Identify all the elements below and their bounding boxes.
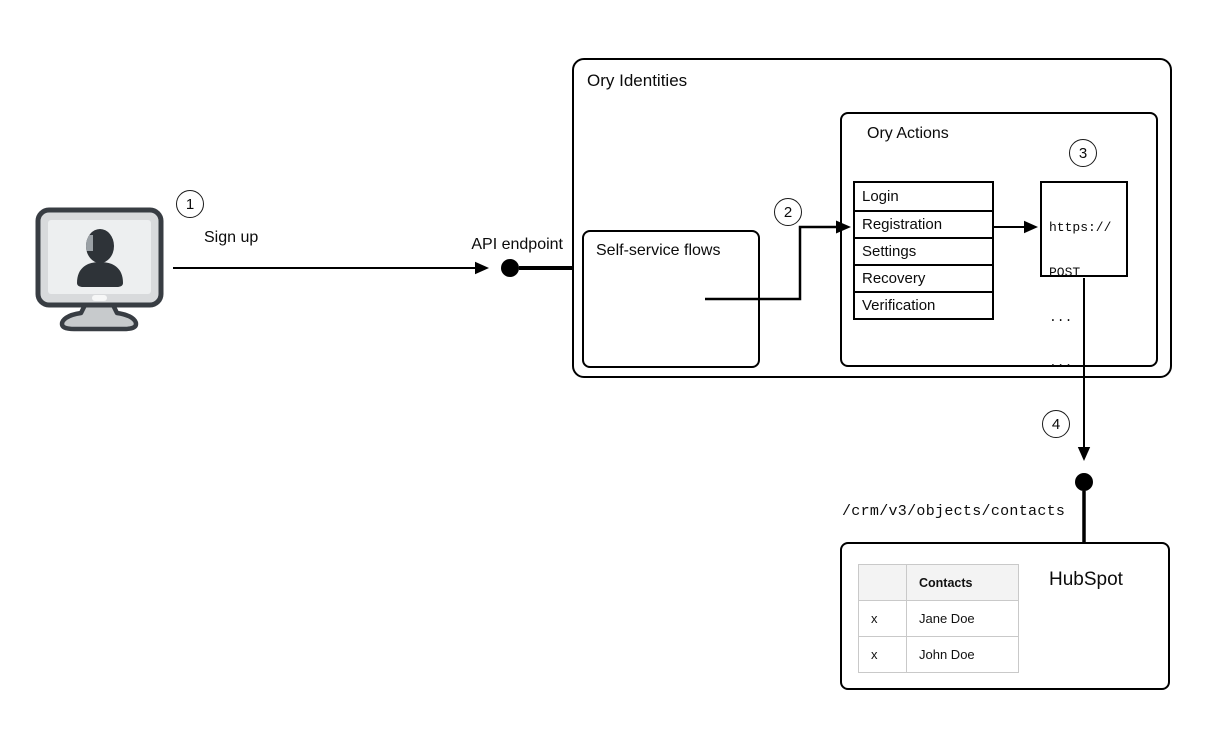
self-service-flows-title: Self-service flows: [596, 242, 721, 259]
step-2-badge: 2: [774, 198, 802, 226]
contact-name: John Doe: [906, 636, 1019, 673]
flow-row-registration: Registration: [855, 210, 992, 237]
sign-up-label: Sign up: [204, 229, 259, 246]
step-3-badge: 3: [1069, 139, 1097, 167]
code-line-url: https://: [1049, 220, 1112, 235]
flow-row-settings: Settings: [855, 237, 992, 264]
down-arrowhead: [1077, 447, 1091, 461]
hubspot-title: HubSpot: [1049, 569, 1123, 590]
flow-row-login: Login: [855, 183, 992, 210]
hubspot-box: HubSpot Contacts x Jane Doe x John Doe: [840, 542, 1170, 690]
self-service-flows-box: Self-service flows: [582, 230, 760, 368]
contact-row: x Jane Doe: [858, 600, 1019, 637]
step-4-badge: 4: [1042, 410, 1070, 438]
contact-mark: x: [858, 636, 907, 673]
crm-path-label: /crm/v3/objects/contacts: [842, 503, 1066, 520]
api-endpoint-node: [501, 259, 519, 277]
contact-row: x John Doe: [858, 636, 1019, 673]
webhook-request-box: https:// POST ... ...: [1040, 181, 1128, 370]
ory-actions-title: Ory Actions: [867, 125, 949, 142]
contact-mark: x: [858, 600, 907, 637]
flow-row-recovery: Recovery: [855, 264, 992, 291]
contacts-header-mark-cell: [858, 564, 907, 601]
api-endpoint-label: API endpoint: [471, 236, 563, 253]
contacts-header-row: Contacts: [858, 564, 1019, 601]
signup-arrowhead: [475, 261, 489, 275]
user-terminal-icon: [35, 207, 164, 332]
contacts-header-label: Contacts: [906, 564, 1019, 601]
crm-endpoint-node: [1075, 473, 1093, 491]
step-1-badge: 1: [176, 190, 204, 218]
code-line-method: POST: [1049, 265, 1081, 280]
ory-identities-title: Ory Identities: [587, 71, 688, 90]
contact-name: Jane Doe: [906, 600, 1019, 637]
contacts-table: Contacts x Jane Doe x John Doe: [858, 564, 1019, 673]
code-line-ellipsis-2: ...: [1049, 355, 1073, 370]
self-service-flow-list: Login Registration Settings Recovery Ver…: [853, 181, 994, 320]
flow-row-verification: Verification: [855, 291, 992, 318]
code-line-ellipsis-1: ...: [1049, 310, 1073, 325]
